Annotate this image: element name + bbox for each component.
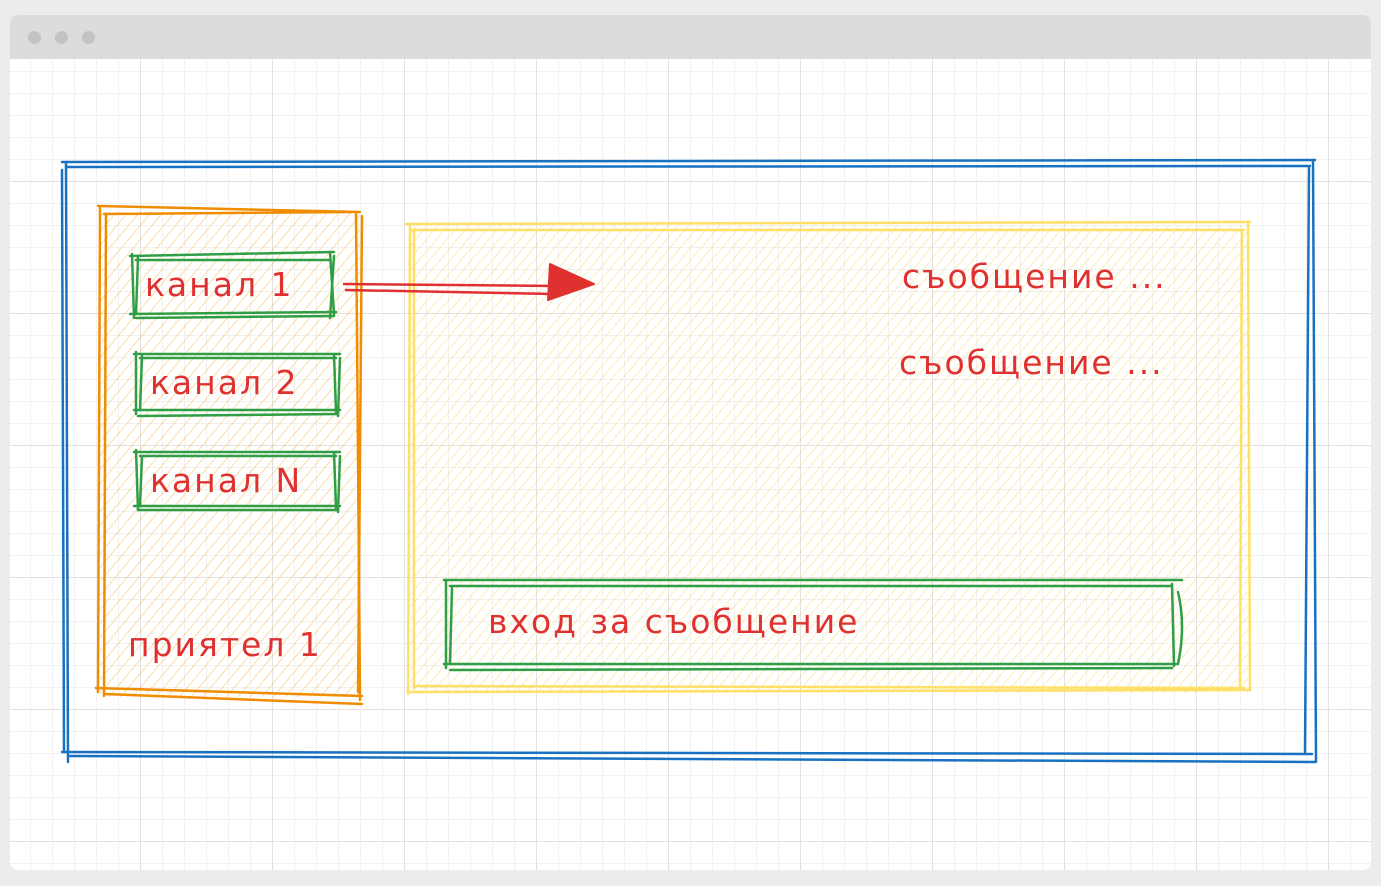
app-frame bbox=[60, 158, 1318, 764]
friend-1-label[interactable]: приятел 1 bbox=[128, 625, 322, 664]
channel-n-box bbox=[132, 448, 342, 514]
channel-2-label[interactable]: канал 2 bbox=[150, 363, 299, 402]
message-text: съобщение ... bbox=[902, 257, 1167, 296]
message-input-box bbox=[442, 578, 1184, 672]
channel-2-box bbox=[132, 350, 342, 418]
window-dot-icon[interactable] bbox=[55, 31, 68, 44]
title-bar bbox=[10, 15, 1371, 59]
chat-panel bbox=[404, 220, 1252, 696]
arrow-icon bbox=[342, 263, 595, 301]
sidebar-panel bbox=[94, 204, 364, 706]
window-dot-icon[interactable] bbox=[28, 31, 41, 44]
channel-n-label[interactable]: канал N bbox=[150, 461, 303, 500]
window-dot-icon[interactable] bbox=[82, 31, 95, 44]
message-text: съобщение ... bbox=[899, 343, 1164, 382]
channel-1-box bbox=[128, 250, 338, 320]
message-input-placeholder[interactable]: вход за съобщение bbox=[488, 602, 860, 641]
channel-1-label[interactable]: канал 1 bbox=[145, 265, 294, 304]
